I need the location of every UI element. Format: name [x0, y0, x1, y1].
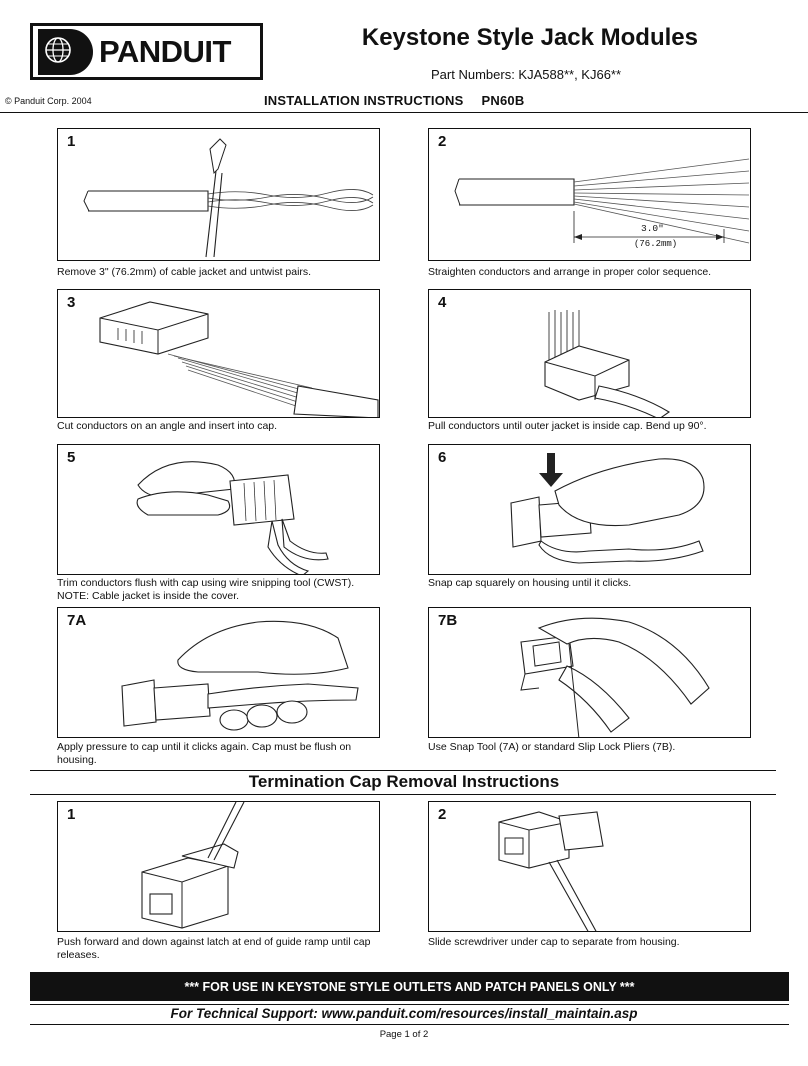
support-info: For Technical Support: www.panduit.com/r… — [170, 1006, 638, 1021]
step-number: 2 — [438, 133, 447, 150]
step-1-panel: 1 — [57, 128, 380, 261]
step-number: 2 — [438, 806, 447, 823]
step-2-caption: Straighten conductors and arrange in pro… — [428, 266, 712, 278]
panduit-logo: PANDUIT — [30, 23, 263, 80]
removal-step-2-caption: Slide screwdriver under cap to separate … — [428, 936, 680, 948]
step-4-panel: 4 — [428, 289, 751, 418]
straighten-conductors-illustration — [454, 158, 750, 244]
dimension-mm: (76.2mm) — [634, 239, 678, 249]
globe-icon — [38, 28, 93, 75]
instructions-heading: INSTALLATION INSTRUCTIONS PN60B — [264, 93, 524, 108]
usage-banner: *** FOR USE IN KEYSTONE STYLE OUTLETS AN… — [30, 972, 789, 1001]
separate-cap-illustration — [498, 811, 604, 931]
step-1-caption: Remove 3" (76.2mm) of cable jacket and u… — [57, 266, 312, 278]
footer-divider — [30, 1004, 789, 1005]
removal-step-1-caption: Push forward and down against latch at e… — [57, 936, 371, 961]
doc-number: PN60B — [481, 93, 525, 108]
page-number: Page 1 of 2 — [379, 1029, 429, 1040]
removal-step-2-panel: 2 — [428, 801, 751, 932]
step-6-caption: Snap cap squarely on housing until it cl… — [428, 577, 632, 589]
step-7a-panel: 7A — [57, 607, 380, 738]
step-number: 7A — [67, 612, 87, 629]
section-divider-top — [30, 770, 776, 771]
snap-cap-illustration — [510, 453, 705, 564]
footer-divider-2 — [30, 1024, 789, 1025]
step-number: 5 — [67, 449, 76, 466]
header-divider — [0, 112, 808, 113]
part-numbers: Part Numbers: KJA588**, KJ66** — [431, 67, 622, 82]
step-7b-panel: 7B — [428, 607, 751, 738]
step-number: 1 — [67, 133, 76, 150]
removal-step-1-panel: 1 — [57, 801, 380, 932]
press-cap-illustration — [121, 620, 359, 731]
step-6-panel: 6 — [428, 444, 751, 575]
step-5-panel: 5 — [57, 444, 380, 575]
step-number: 3 — [67, 294, 76, 311]
step-3-panel: 3 — [57, 289, 380, 418]
step-5-caption: Trim conductors flush with cap using wir… — [57, 577, 355, 602]
step-number: 7B — [438, 612, 458, 629]
bend-conductors-illustration — [544, 310, 671, 417]
strip-cable-illustration — [83, 138, 374, 258]
instructions-label: INSTALLATION INSTRUCTIONS — [264, 93, 464, 108]
step-number: 1 — [67, 806, 76, 823]
brand-name: PANDUIT — [99, 33, 231, 69]
insert-into-cap-illustration — [99, 301, 379, 417]
step-7a-caption: Apply pressure to cap until it clicks ag… — [57, 741, 352, 766]
step-7b-caption: Use Snap Tool (7A) or standard Slip Lock… — [428, 741, 676, 753]
trim-conductors-illustration — [136, 461, 329, 574]
step-4-caption: Pull conductors until outer jacket is in… — [428, 420, 707, 432]
copyright: © Panduit Corp. 2004 — [5, 96, 92, 106]
step-3-caption: Cut conductors on an angle and insert in… — [57, 420, 278, 432]
section-divider-bottom — [30, 794, 776, 795]
dimension-inches: 3.0" — [641, 223, 664, 234]
release-latch-illustration — [141, 802, 245, 929]
section-title: Termination Cap Removal Instructions — [248, 772, 560, 791]
step-number: 4 — [438, 294, 447, 311]
step-2-panel: 2 3.0" (76.2mm) — [428, 128, 751, 261]
step-number: 6 — [438, 449, 447, 466]
slip-lock-pliers-illustration — [520, 617, 710, 737]
page-title: Keystone Style Jack Modules — [361, 24, 698, 51]
